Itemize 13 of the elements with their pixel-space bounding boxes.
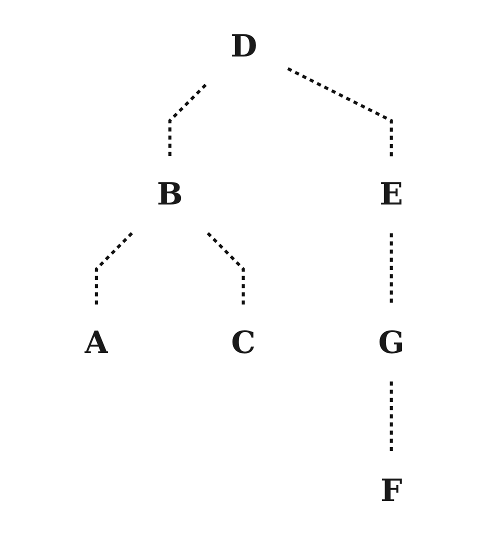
node-text: A: [84, 325, 108, 362]
node-text: G: [378, 325, 404, 362]
connector: [206, 232, 245, 305]
node-text: F: [380, 474, 402, 510]
connector: [287, 67, 393, 156]
connector: [390, 382, 393, 454]
connector: [94, 232, 133, 305]
connector: [168, 84, 207, 156]
connector: [390, 233, 393, 305]
node-text: C: [231, 325, 256, 362]
node-text: B: [156, 176, 183, 213]
node-text: E: [380, 176, 404, 213]
node-text: D: [230, 28, 258, 64]
